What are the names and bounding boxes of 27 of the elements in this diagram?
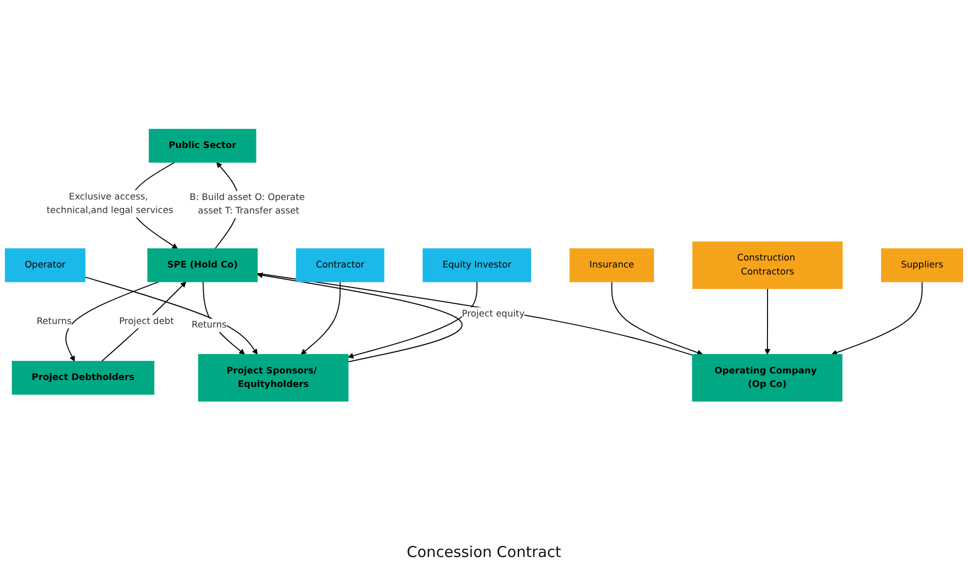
node-box bbox=[198, 354, 348, 402]
note-text: Concession Contract bbox=[406, 543, 562, 561]
arrow bbox=[764, 288, 770, 354]
node-box bbox=[4, 248, 86, 282]
node-box bbox=[12, 360, 154, 394]
diagram: Exclusive access, technical,and legal services B: Build asset O: Operate asset T: Transfer asset Returns Project debt Returns Project equity Public Sector Project Debtholders SPE (Hold Co) Project Sponsors/ Equityholders Insurance Construction Contractors Suppliers Operating Company (Op Co) Operator Contractor Equity Investor bbox=[0, 124, 968, 406]
arrow bbox=[831, 281, 923, 356]
edge-label: Project equity bbox=[462, 308, 525, 319]
arrow bbox=[348, 281, 478, 358]
node-box bbox=[148, 128, 256, 162]
node-box bbox=[422, 248, 532, 282]
edge-label: Returns bbox=[192, 320, 227, 330]
arrow bbox=[300, 281, 341, 354]
node-box bbox=[692, 241, 843, 289]
arrow bbox=[101, 281, 186, 362]
node-box bbox=[570, 248, 654, 282]
node-box bbox=[296, 248, 384, 282]
arrow bbox=[611, 281, 703, 356]
edge-label: Returns bbox=[36, 316, 72, 326]
edge-label: B: Build asset O: Operate asset T: Transfer asset bbox=[190, 192, 305, 216]
arrow bbox=[65, 281, 160, 362]
edge-label: Exclusive access, technical,and legal services bbox=[46, 191, 174, 216]
node-box bbox=[147, 248, 258, 282]
arrow bbox=[257, 272, 462, 362]
edge-label: Project debt bbox=[119, 316, 174, 326]
node-box bbox=[881, 248, 964, 282]
node-box bbox=[692, 354, 842, 402]
